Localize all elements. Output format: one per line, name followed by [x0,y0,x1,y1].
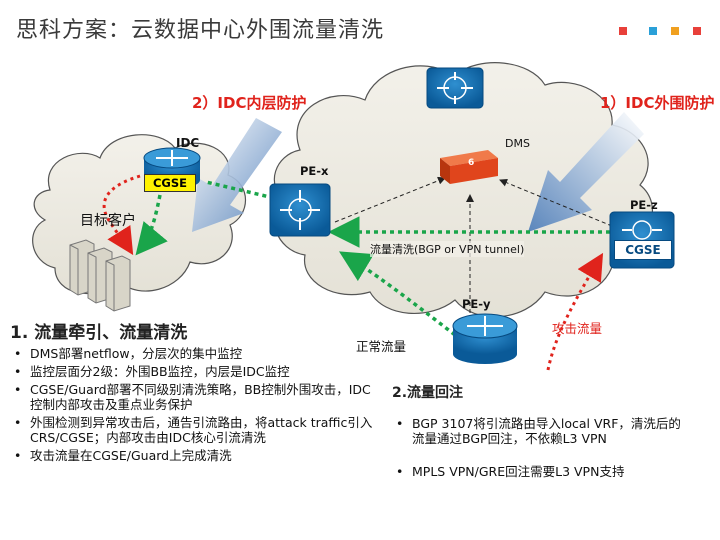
section1-bullet: 外围检测到异常攻击后，通告引流路由，将attack traffic引入CRS/C… [10,415,382,445]
router-pe-x [269,183,331,237]
pe-y-label: PE-y [462,297,491,311]
accent-square-red [619,27,627,35]
dms-device-icon [440,150,498,184]
section1-bullet-list: DMS部署netflow，分层次的集中监控 监控层面分2级：外围BB监控，内层是… [10,346,382,466]
section1-bullet: CGSE/Guard部署不同级别清洗策略，BB控制外围攻击，IDC控制内部攻击及… [10,382,382,412]
section1-bullet: 攻击流量在CGSE/Guard上完成清洗 [10,448,382,463]
section2-bullet-list: BGP 3107将引流路由导入local VRF，清洗后的流量通过BGP回注，不… [392,416,692,482]
pe-z-label: PE-z [630,198,658,212]
target-customer-label: 目标客户 [80,213,136,229]
idc-inner-protection-label: 2）IDC内层防护 [192,94,307,112]
accent-square-orange [671,27,679,35]
pe-x-label: PE-x [300,164,329,178]
section1-bullet: DMS部署netflow，分层次的集中监控 [10,346,382,361]
accent-square-red-2 [693,27,701,35]
cgse-right-badge: CGSE [614,240,672,260]
section1-bullet: 监控层面分2级：外围BB监控，内层是IDC监控 [10,364,382,379]
dms-label: DMS [505,137,530,150]
section1-heading: 1. 流量牵引、流量清洗 [10,323,188,343]
traffic-cleaning-label: 流量清洗(BGP or VPN tunnel) [370,241,525,257]
section2-bullet: BGP 3107将引流路由导入local VRF，清洗后的流量通过BGP回注，不… [392,416,692,446]
inner-protection-arrow [192,118,282,232]
router-pe-y [452,313,518,364]
page-title: 思科方案：云数据中心外围流量清洗 [16,18,385,43]
section2-bullet: MPLS VPN/GRE回注需要L3 VPN支持 [392,464,692,479]
accent-square-blue [649,27,657,35]
attack-traffic-label: 攻击流量 [552,321,603,336]
outer-protection-arrow [528,112,644,232]
idc-label: IDC [176,136,200,150]
router-top [426,67,484,109]
dms-device-number: 6 [468,158,475,168]
server-icon-3 [105,255,131,312]
section2-heading: 2.流量回注 [392,385,464,401]
cgse-left-badge: CGSE [144,174,196,192]
idc-outer-protection-label: 1）IDC外围防护 [600,94,715,112]
